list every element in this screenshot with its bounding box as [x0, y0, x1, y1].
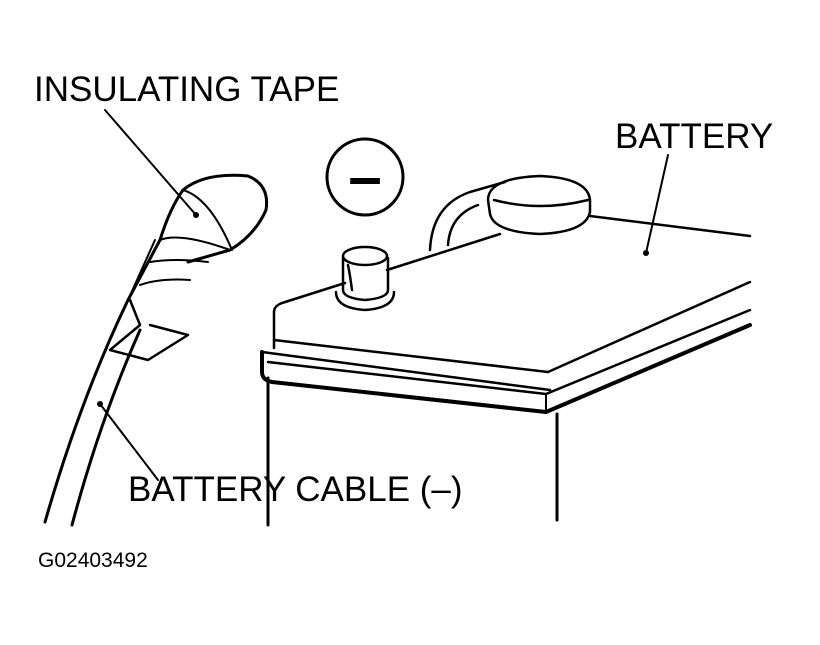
battery-cap — [428, 174, 592, 252]
terminal-post — [334, 245, 396, 312]
label-battery-cable: BATTERY CABLE (–) — [128, 470, 463, 509]
leader-dots — [97, 212, 649, 407]
figure-code: G02403492 — [38, 549, 148, 572]
minus-symbol-circle — [325, 137, 405, 217]
battery-lid — [260, 214, 752, 414]
label-battery: BATTERY — [615, 117, 774, 156]
minus-symbol: – — [348, 143, 382, 210]
label-insulating-tape: INSULATING TAPE — [34, 70, 340, 109]
battery-cable-drawing — [43, 173, 269, 527]
leader-lines — [99, 109, 669, 481]
battery-case — [266, 376, 559, 527]
